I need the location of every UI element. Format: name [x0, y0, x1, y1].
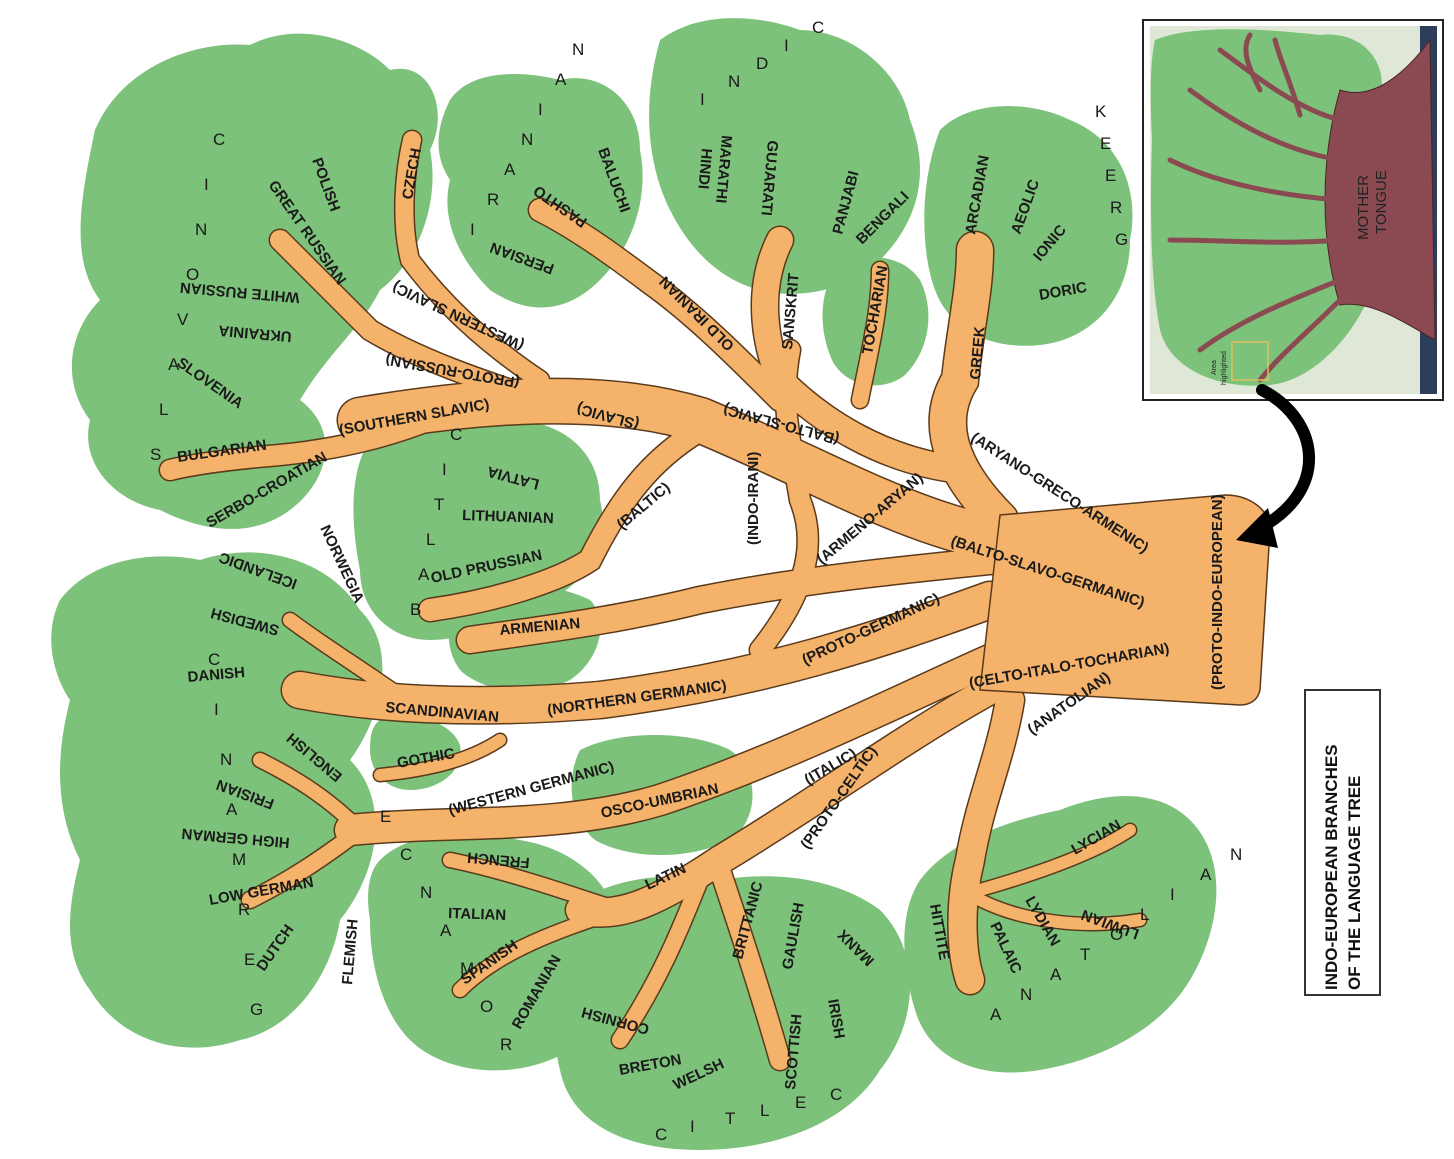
group-letter: R: [1110, 198, 1122, 217]
group-letter: R: [487, 190, 499, 209]
arrow-shaft: [1260, 390, 1309, 528]
group-letter: I: [204, 175, 209, 194]
group-letter: C: [655, 1125, 667, 1144]
lang-lithuanian: LITHUANIAN: [462, 507, 554, 527]
group-letter: T: [434, 495, 444, 514]
inset-note-1: Area: [1211, 360, 1218, 375]
group-letter: O: [480, 997, 493, 1016]
group-letter: N: [521, 130, 533, 149]
inset-trunk-label-1: MOTHER: [1355, 175, 1372, 240]
group-letter: N: [572, 40, 584, 59]
group-letter: K: [1095, 102, 1107, 121]
group-letter: R: [238, 900, 250, 919]
group-letter: I: [690, 1117, 695, 1136]
node-indo-irani: (INDO-IRANI): [745, 452, 762, 545]
title-frame: [1305, 690, 1380, 995]
group-letter: N: [220, 750, 232, 769]
group-letter: S: [150, 445, 161, 464]
group-letter: I: [470, 220, 475, 239]
lang-italian: ITALIAN: [448, 905, 507, 924]
group-letter: E: [795, 1093, 806, 1112]
group-letter: N: [1020, 985, 1032, 1004]
group-letter: A: [168, 355, 180, 374]
group-letter: E: [1100, 134, 1111, 153]
group-letter: C: [450, 425, 462, 444]
group-letter: I: [214, 700, 219, 719]
node-proto-indo-european: (PROTO-INDO-EUROPEAN): [1209, 494, 1226, 690]
group-letter: M: [460, 959, 474, 978]
group-letter: C: [400, 845, 412, 864]
group-letter: D: [756, 54, 768, 73]
group-letter: A: [226, 800, 238, 819]
group-letter: I: [1170, 885, 1175, 904]
group-letter: N: [728, 72, 740, 91]
group-letter: G: [250, 1000, 263, 1019]
group-letter: L: [1140, 905, 1149, 924]
group-letter: A: [555, 70, 567, 89]
group-letter: N: [195, 220, 207, 239]
group-letter: N: [1230, 845, 1242, 864]
group-letter: A: [440, 921, 452, 940]
group-letter: L: [426, 530, 435, 549]
group-letter: A: [504, 160, 516, 179]
group-letter: G: [1115, 230, 1128, 249]
group-letter: L: [159, 400, 168, 419]
group-letter: I: [700, 90, 705, 109]
group-letter: A: [990, 1005, 1002, 1024]
lang-flemish: FLEMISH: [339, 918, 362, 985]
group-letter: E: [1105, 166, 1116, 185]
group-letter: O: [186, 265, 199, 284]
title-line-2: OF THE LANGUAGE TREE: [1345, 776, 1364, 990]
group-letter: R: [500, 1035, 512, 1054]
group-letter: I: [784, 36, 789, 55]
group-letter: M: [232, 850, 246, 869]
group-letter: B: [410, 600, 421, 619]
group-letter: O: [1110, 925, 1123, 944]
lang-hindi: HINDI: [694, 148, 714, 190]
inset-note-2: highlighted: [1221, 351, 1228, 385]
group-letter: L: [760, 1101, 769, 1120]
group-letter: T: [1080, 945, 1090, 964]
group-letter: A: [418, 565, 430, 584]
group-letter: E: [380, 807, 391, 826]
group-letter: C: [830, 1085, 842, 1104]
group-letter: N: [420, 883, 432, 902]
group-letter: I: [538, 100, 543, 119]
group-letter: V: [177, 310, 189, 329]
title-box: INDO-EUROPEAN BRANCHES OF THE LANGUAGE T…: [1305, 690, 1380, 995]
node-greek: GREEK: [967, 326, 989, 381]
group-letter: A: [1050, 965, 1062, 984]
group-letter: C: [213, 130, 225, 149]
title-line-1: INDO-EUROPEAN BRANCHES: [1322, 744, 1341, 990]
inset-panel: MOTHER TONGUE Area highlighted: [1143, 20, 1443, 400]
group-letter: E: [244, 950, 255, 969]
group-letter: T: [725, 1109, 735, 1128]
node-old-iranian: OLD IRANIAN: [656, 273, 738, 355]
group-letter: C: [208, 650, 220, 669]
inset-trunk-label-2: TONGUE: [1373, 170, 1390, 234]
group-letter: A: [1200, 865, 1212, 884]
group-letter: C: [812, 18, 824, 37]
group-letter: I: [442, 460, 447, 479]
